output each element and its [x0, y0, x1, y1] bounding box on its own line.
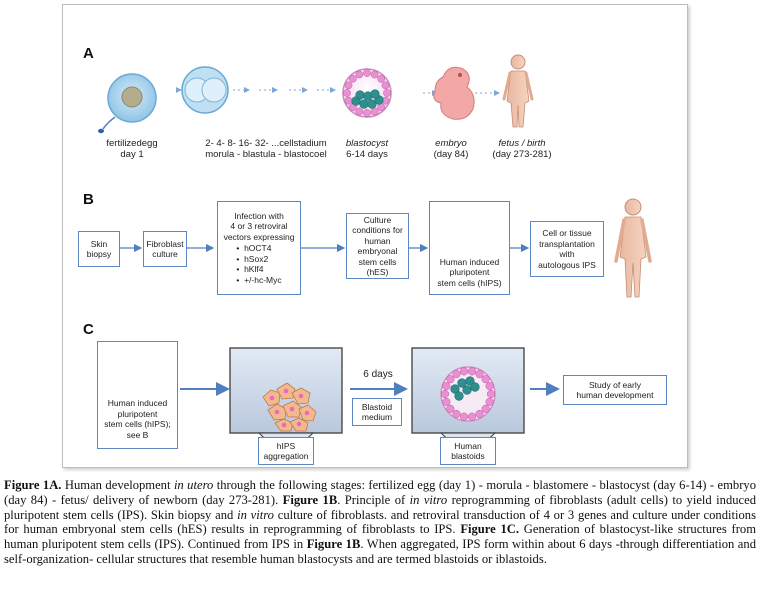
trophoblast-cell [446, 404, 455, 413]
human-blastoids-box: Human blastoids [440, 437, 496, 465]
trophoblast-cell [459, 367, 469, 376]
trophoblast-cell [485, 397, 494, 406]
trophoblast-cell [343, 89, 351, 97]
trophoblast-cell [355, 107, 364, 116]
stage-fetus-label: fetus / birth(day 273-281) [492, 138, 552, 160]
egg-cell-icon [98, 73, 157, 134]
trophoblast-cell [446, 375, 455, 384]
blastoid-well-icon [411, 347, 525, 451]
hips-aggregation-box: hIPS aggregation [258, 437, 314, 465]
two-cell-icon [181, 66, 229, 114]
trophoblast-cell [440, 389, 450, 399]
patient-figure-icon [614, 198, 652, 298]
embryo-icon [433, 66, 475, 120]
blastoid-medium-box: Blastoid medium [352, 398, 402, 426]
hips-box: Human induced pluripotent stem cells (hI… [429, 201, 510, 295]
trophoblast-cell [481, 375, 490, 384]
trophoblast-cell [475, 370, 484, 379]
skin-biopsy-box: Skin biopsy [78, 231, 120, 267]
trophoblast-cell [381, 81, 390, 90]
stage-embryo-label: embryo(day 84) [433, 138, 469, 160]
trophoblast-cell [344, 96, 353, 105]
trophoblast-cell [377, 75, 385, 83]
panel-b-letter: B [83, 191, 94, 208]
trophoblast-cell [383, 89, 391, 97]
fetus-figure-icon [502, 54, 534, 128]
trophoblast-cell [467, 412, 477, 421]
trophoblast-cell [485, 382, 494, 391]
infection-box: Infection with 4 or 3 retroviral vectors… [217, 201, 301, 295]
hips-source-box: Human induced pluripotent stem cells (hI… [97, 341, 178, 449]
fibroblast-culture-box: Fibroblast culture [143, 231, 187, 267]
gene-item: • hSox2 [236, 253, 269, 264]
trophoblast-cell [377, 103, 385, 111]
trophoblast-cell [370, 70, 379, 79]
study-box: Study of early human development [563, 375, 667, 405]
culture-conditions-box: Culture conditions for human embryonal s… [346, 213, 409, 279]
trophoblast-cell [442, 397, 451, 406]
trophoblast-cell [452, 370, 461, 379]
aggregation-well-icon [229, 347, 343, 451]
trophoblast-cell [355, 70, 364, 79]
trophoblast-cell [467, 367, 477, 376]
panel-a-letter: A [83, 45, 94, 62]
duration-label: 6 days [363, 369, 393, 380]
trophoblast-cell [475, 409, 484, 418]
trophoblast-cell [452, 409, 461, 418]
blastocyst-icon [342, 68, 392, 118]
transplantation-box: Cell or tissue transplantation with auto… [530, 221, 604, 277]
trophoblast-cell [481, 404, 490, 413]
panel-c-letter: C [83, 321, 94, 338]
trophoblast-cell [344, 81, 353, 90]
gene-item: • hKlf4 [236, 264, 264, 275]
figure-caption: Figure 1A. Human development in utero th… [4, 478, 757, 566]
trophoblast-cell [349, 75, 357, 83]
trophoblast-cell [370, 107, 379, 116]
trophoblast-cell [486, 389, 496, 399]
gene-item: • hOCT4 [236, 243, 272, 254]
gene-item: • +/-hc-Myc [236, 274, 282, 285]
trophoblast-cell [459, 412, 469, 421]
trophoblast-cell [442, 382, 451, 391]
trophoblast-cell [363, 109, 371, 117]
trophoblast-cell [363, 69, 371, 77]
